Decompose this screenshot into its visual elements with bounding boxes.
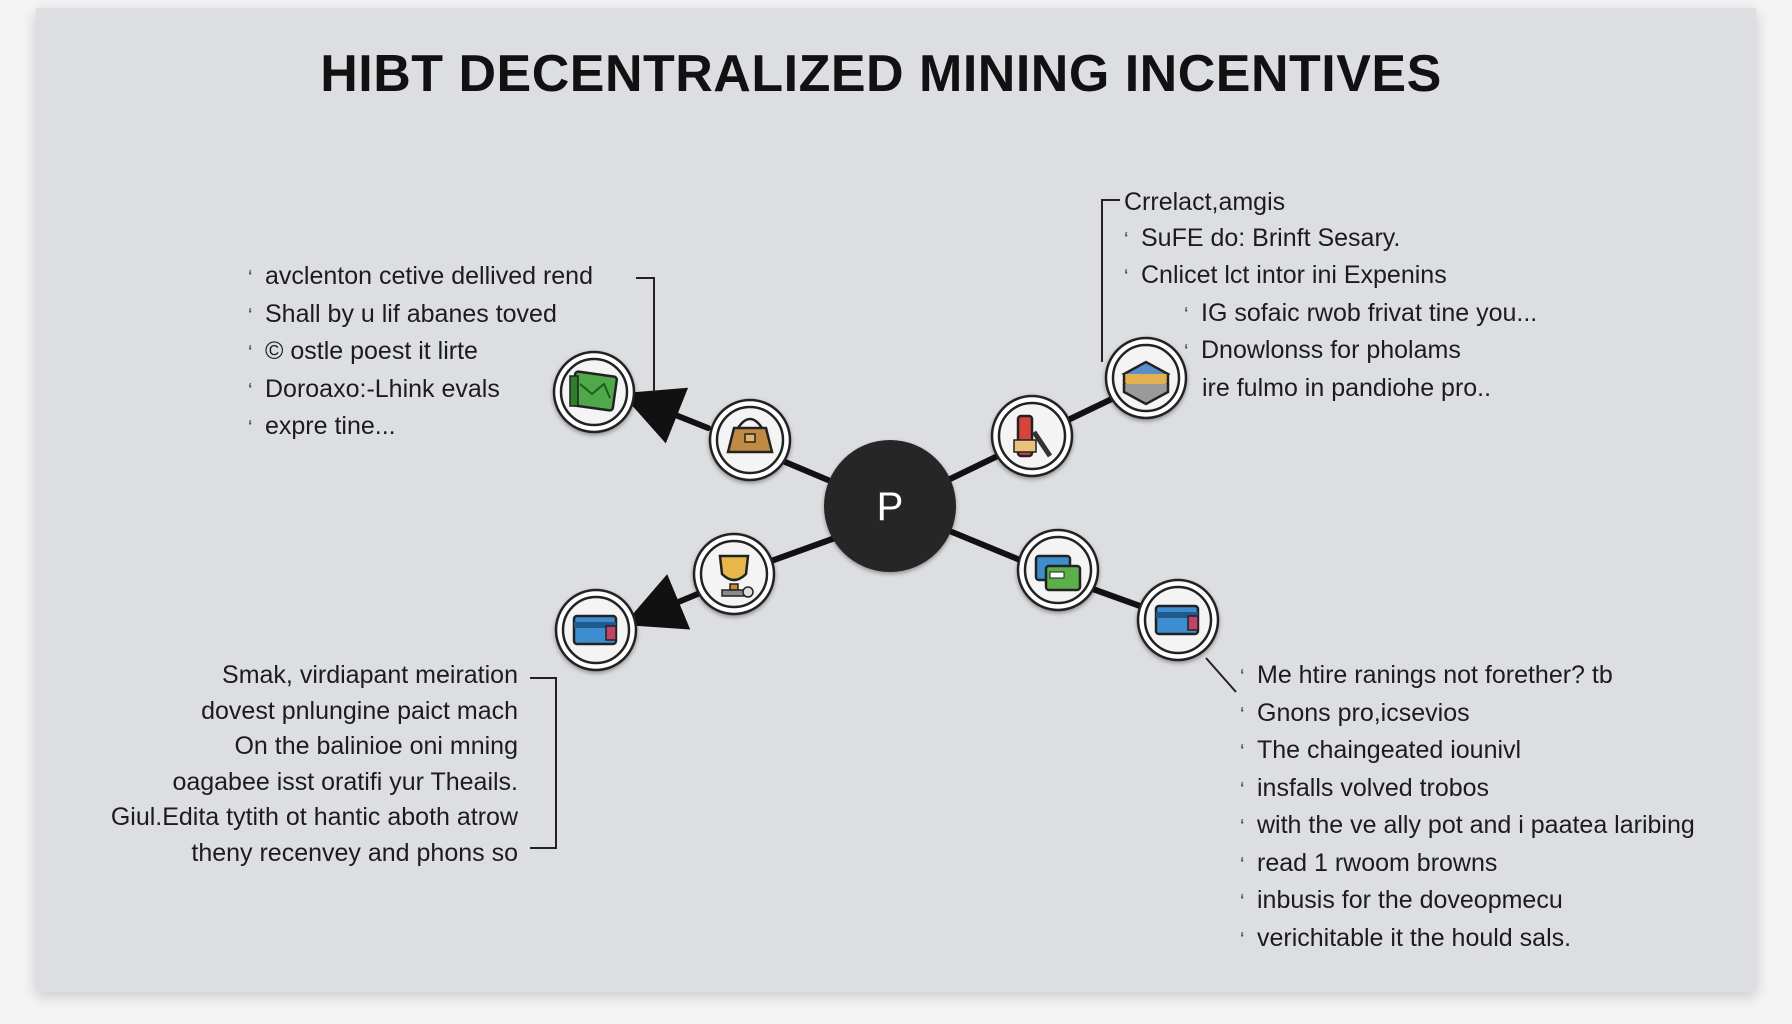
center-node-label: P: [877, 485, 904, 529]
text-line: theny recenvey and phons so: [191, 838, 518, 867]
card-node-left[interactable]: [554, 588, 638, 672]
leader-bottom-right: [1205, 657, 1237, 693]
text-line: Cnlicet lct intor ini Expenins: [1124, 258, 1537, 296]
leader-top-left: [636, 277, 655, 392]
text-line: © ostle poest it lirte: [248, 334, 593, 372]
text-line: SuFE do: Brinft Sesary.: [1124, 221, 1537, 259]
text-line: dovest pnlungine paict mach: [201, 696, 518, 725]
cards-node[interactable]: [1016, 528, 1100, 612]
text-block-top-left: avclenton cetive dellived rend Shall by …: [248, 259, 593, 447]
center-node: [824, 440, 956, 572]
text-line: Gnons pro,icsevios: [1240, 696, 1695, 734]
connector-top-left-outer: [621, 387, 711, 444]
text-line: inbusis for the doveopmecu: [1240, 883, 1695, 921]
text-line: Doroaxo:-Lhink evals: [248, 372, 593, 410]
connector-bottom-right-outer: [1087, 585, 1143, 609]
tools-node[interactable]: [990, 394, 1074, 478]
text-block-bottom-right: Me htire ranings not forether? tb Gnons …: [1240, 658, 1695, 958]
cards-icon: [1034, 554, 1082, 592]
page-title: HIBT DECENTRALIZED MINING INCENTIVES: [320, 45, 1442, 103]
trophy-icon: [718, 554, 754, 598]
text-line: ire fulmo in pandiohe pro..: [1202, 373, 1492, 402]
text-line: oagabee isst oratifi yur Theails.: [172, 767, 518, 796]
text-line: Dnowlonss for pholams: [1124, 333, 1537, 371]
connector-top-right-outer: [1065, 393, 1121, 423]
tools-icon: [1013, 414, 1053, 458]
text-line: verichitable it the hould sals.: [1240, 921, 1695, 959]
text-line: Giul.Edita tytith ot hantic aboth atrow: [110, 803, 518, 831]
text-line: Shall by u lif abanes toved: [248, 297, 593, 335]
text-line: insfalls volved trobos: [1240, 771, 1695, 809]
text-block-bottom-left: Smak, virdiapant meiration dovest pnlung…: [40, 658, 518, 871]
text-line: avclenton cetive dellived rend: [248, 259, 593, 297]
text-line: with the ve ally pot and i paatea laribi…: [1240, 808, 1695, 846]
card-icon: [1154, 604, 1200, 636]
trophy-node[interactable]: [692, 532, 776, 616]
text-line: read 1 rwoom browns: [1240, 846, 1695, 884]
text-line: Smak, virdiapant meiration: [222, 661, 518, 689]
leader-bottom-left: [530, 677, 557, 849]
text-line: Crrelact,amgis: [1124, 188, 1286, 216]
card-icon: [572, 614, 618, 646]
bag-node[interactable]: [708, 398, 792, 482]
text-line: The chaingeated iounivl: [1240, 733, 1695, 771]
card-node-right[interactable]: [1136, 578, 1220, 662]
bag-icon: [726, 417, 774, 454]
text-line: IG sofaic rwob frivat tine you...: [1124, 296, 1537, 334]
text-line: Me htire ranings not forether? tb: [1240, 658, 1695, 696]
text-line: On the balinioe oni mning: [234, 732, 518, 760]
text-line: expre tine...: [248, 409, 593, 447]
connector-bottom-right: [949, 529, 1023, 563]
text-block-top-right: Crrelact,amgis SuFE do: Brinft Sesary. C…: [1124, 185, 1537, 406]
leader-top-right: [1101, 199, 1120, 362]
